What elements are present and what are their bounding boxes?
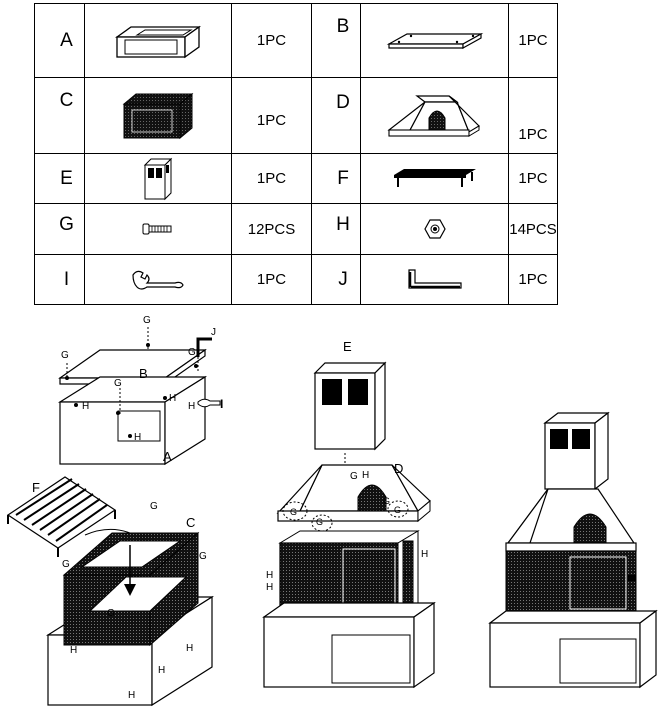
label-g: G — [114, 378, 122, 389]
label-g: G — [394, 505, 401, 515]
part-qty: 1PC — [508, 3, 558, 78]
label-g: G — [62, 559, 70, 570]
firebox-mesh-icon — [84, 77, 232, 154]
label-g: G — [61, 350, 69, 361]
part-letter: G — [34, 203, 85, 255]
label-h: H — [188, 401, 195, 412]
part-letter: A — [34, 3, 85, 78]
step-3-hood-assembly: E D G G G G H G H H H H — [262, 339, 436, 689]
label-h: H — [421, 549, 428, 560]
base-frame-icon — [84, 3, 232, 78]
label-h: H — [158, 665, 165, 676]
part-qty: 14PCS — [508, 203, 558, 255]
parts-row: I 1PC J 1PC — [34, 254, 558, 305]
label-h: H — [186, 643, 193, 654]
label-g: G — [107, 608, 115, 619]
label-g: G — [316, 517, 323, 527]
part-qty: 12PCS — [231, 203, 312, 255]
hood-icon — [360, 77, 509, 154]
step-2-firebox-assembly: F C G G G G H H H H — [6, 476, 215, 707]
step-1-base-assembly: G G G G B A H H H H J I — [57, 315, 223, 466]
label-h: H — [128, 690, 135, 701]
part-letter: F — [311, 153, 361, 204]
part-qty: 1PC — [231, 77, 312, 154]
wrench-icon — [84, 254, 232, 305]
label-e: E — [343, 339, 352, 354]
part-qty: 1PC — [231, 254, 312, 305]
part-qty: 1PC — [508, 254, 558, 305]
label-g: G — [383, 496, 390, 506]
label-d: D — [394, 461, 403, 476]
part-letter: J — [311, 254, 361, 305]
label-h: H — [404, 570, 411, 581]
part-letter: D — [311, 77, 361, 154]
top-plate-icon — [360, 3, 509, 78]
part-qty: 1PC — [231, 3, 312, 78]
label-g: G — [199, 551, 207, 562]
label-h: H — [362, 470, 369, 481]
label-h: H — [70, 645, 77, 656]
label-h: H — [169, 393, 176, 404]
part-qty: 1PC — [231, 153, 312, 204]
parts-row: C 1PC D — [34, 77, 558, 154]
part-letter: I — [34, 254, 85, 305]
chimney-icon — [84, 153, 232, 204]
label-g: G — [188, 347, 196, 358]
parts-row: A 1PC B 1PC — [34, 3, 558, 78]
label-h: H — [82, 401, 89, 412]
label-f: F — [32, 480, 40, 495]
label-g: G — [290, 507, 297, 517]
part-qty: 1PC — [508, 77, 558, 154]
label-h: H — [266, 582, 273, 593]
label-h: H — [134, 432, 141, 443]
part-letter: H — [311, 203, 361, 255]
label-a: A — [163, 449, 172, 464]
label-c: C — [186, 515, 195, 530]
parts-row: G 12PCS H 14PCS — [34, 203, 558, 255]
part-letter: C — [34, 77, 85, 154]
label-g: G — [143, 315, 151, 326]
label-b: B — [139, 366, 148, 381]
parts-table: A 1PC B 1PC C — [34, 3, 558, 305]
step-4-finished-fireplace — [488, 411, 658, 689]
bolt-icon — [84, 203, 232, 255]
part-qty: 1PC — [508, 153, 558, 204]
assembly-diagram: G G G G B A H H H H J I F — [6, 315, 658, 707]
nut-icon — [360, 203, 509, 255]
part-letter: E — [34, 153, 85, 204]
label-j: J — [211, 327, 216, 338]
label-g: G — [350, 471, 358, 482]
label-g: G — [150, 501, 158, 512]
allen-key-icon — [360, 254, 509, 305]
parts-row: E 1PC F 1PC — [34, 153, 558, 204]
grill-grate-icon — [360, 153, 509, 204]
label-i: I — [220, 397, 223, 411]
part-letter: B — [311, 3, 361, 78]
label-h: H — [266, 570, 273, 581]
